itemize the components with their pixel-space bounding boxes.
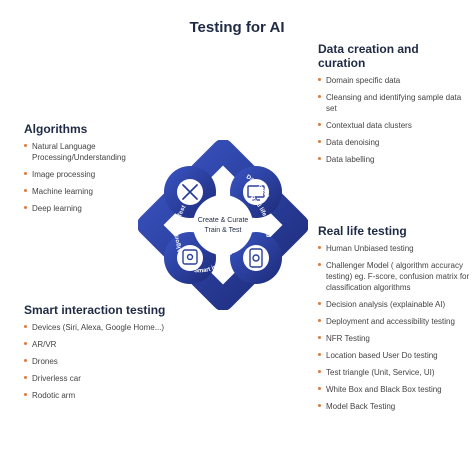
smart-interaction-heading: Smart interaction testing <box>24 303 166 317</box>
list-item: Image processing <box>24 169 164 180</box>
center-text-line2: Train & Test <box>205 227 242 234</box>
list-item: Location based User Do testing <box>318 350 470 361</box>
list-item: Model Back Testing <box>318 401 470 412</box>
tools-icon <box>182 184 198 200</box>
smart-interaction-section: Smart interaction testing Devices (Siri,… <box>24 303 174 407</box>
list-item: Driverless car <box>24 373 174 384</box>
list-item: White Box and Black Box testing <box>318 384 470 395</box>
center-text-line1: Create & Curate <box>198 217 249 224</box>
list-item: Natural Language Processing/Understandin… <box>24 141 164 163</box>
page-title: Testing for AI <box>189 19 285 36</box>
ai-testing-loop-diagram: Create & Curate Train & Test Data creati… <box>138 140 308 310</box>
list-item: Domain specific data <box>318 75 468 86</box>
list-item: Drones <box>24 356 174 367</box>
data-creation-list: Domain specific data Cleansing and ident… <box>318 75 468 165</box>
smart-interaction-list: Devices (Siri, Alexa, Google Home...) AR… <box>24 322 174 401</box>
list-item: Data labelling <box>318 154 468 165</box>
list-item: Decision analysis (explainable AI) <box>318 299 470 310</box>
algorithms-section: Algorithms Natural Language Processing/U… <box>24 122 164 220</box>
list-item: Deep learning <box>24 203 164 214</box>
list-item: Deployment and accessibility testing <box>318 316 470 327</box>
monitor-icon <box>247 185 265 201</box>
list-item: Challenger Model ( algorithm accuracy te… <box>318 260 470 293</box>
phone-fingerprint-icon <box>249 248 263 268</box>
list-item: Test triangle (Unit, Service, UI) <box>318 367 470 378</box>
list-item: Cleansing and identifying sample data se… <box>318 92 468 114</box>
list-item: Human Unbiased testing <box>318 243 470 254</box>
real-life-heading: Real life testing <box>318 224 407 238</box>
list-item: NFR Testing <box>318 333 470 344</box>
data-creation-section: Data creation and curation Domain specif… <box>318 42 468 171</box>
algorithms-heading: Algorithms <box>24 122 88 136</box>
list-item: AR/VR <box>24 339 174 350</box>
list-item: Machine learning <box>24 186 164 197</box>
list-item: Rodotic arm <box>24 390 174 401</box>
list-item: Data denoising <box>318 137 468 148</box>
touch-icon <box>182 249 198 265</box>
list-item: Devices (Siri, Alexa, Google Home...) <box>24 322 174 333</box>
algorithms-list: Natural Language Processing/Understandin… <box>24 141 164 214</box>
data-creation-heading: Data creation and curation <box>318 42 419 70</box>
real-life-list: Human Unbiased testing Challenger Model … <box>318 243 470 412</box>
real-life-section: Real life testing Human Unbiased testing… <box>318 224 470 418</box>
list-item: Contextual data clusters <box>318 120 468 131</box>
center-circle <box>193 195 253 255</box>
